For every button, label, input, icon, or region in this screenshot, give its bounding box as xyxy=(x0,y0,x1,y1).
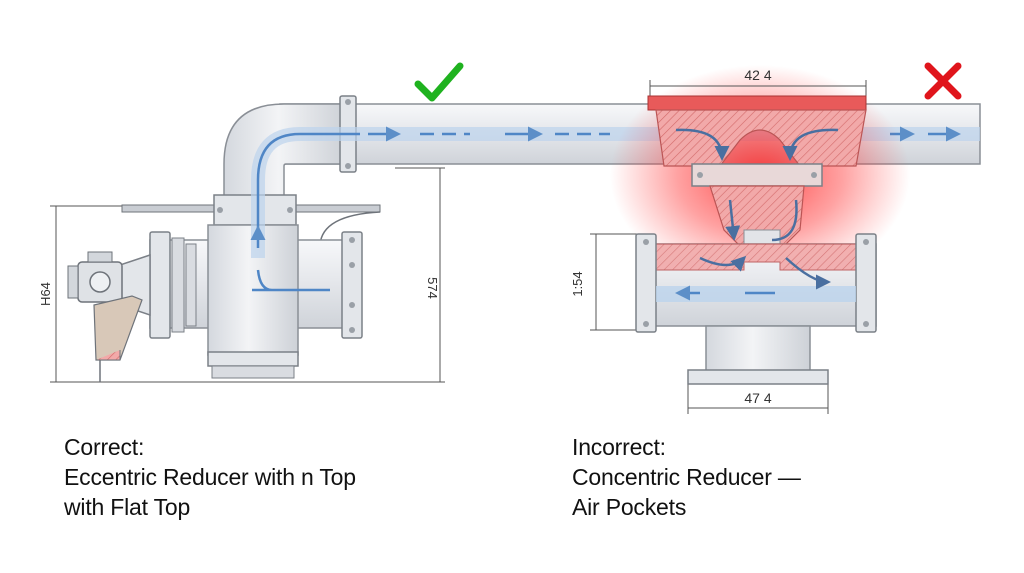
right-incorrect-assembly: 42 4 1:54 47 4 xyxy=(570,62,962,414)
reducer-middle-flange xyxy=(691,163,823,187)
tee-left-flange xyxy=(149,231,171,339)
right-dimension-height: 1:54 xyxy=(570,271,585,296)
pipe-elbow xyxy=(223,103,346,211)
left-dimension-height: H64 xyxy=(38,282,53,306)
flow-line-left-riser xyxy=(256,132,360,240)
caption-incorrect-line2: Concentric Reducer — xyxy=(572,464,801,490)
right-bottom-flange xyxy=(687,369,829,385)
caption-correct-heading: Correct: xyxy=(64,434,145,460)
right-dimension-top: 42 4 xyxy=(744,67,771,83)
caption-incorrect-heading: Incorrect: xyxy=(572,434,666,460)
flow-arrows-reducer xyxy=(675,128,839,290)
tee-bottom-flange xyxy=(207,351,299,367)
right-tee-right-flange xyxy=(855,233,877,333)
right-dimension-bottom: 47 4 xyxy=(744,390,771,406)
reducer-top-plate xyxy=(647,95,867,111)
red-x-icon xyxy=(924,62,962,100)
left-correct-assembly: H64 574 xyxy=(38,62,981,383)
caption-incorrect-line3: Air Pockets xyxy=(572,494,687,520)
caption-correct-line3: with Flat Top xyxy=(64,494,191,520)
caption-incorrect: Incorrect: Concentric Reducer — Air Pock… xyxy=(572,432,801,522)
right-tee-left-flange xyxy=(635,233,657,333)
tee-right-flange xyxy=(341,231,363,339)
caption-correct-line2: Eccentric Reducer with n Top xyxy=(64,464,356,490)
right-dimension-lines xyxy=(590,80,867,414)
right-outlet-pipe xyxy=(705,325,811,375)
left-dimension-vertical: 574 xyxy=(425,277,440,299)
green-check-icon xyxy=(414,62,464,102)
caption-correct: Correct: Eccentric Reducer with n Top wi… xyxy=(64,432,356,522)
valve-support xyxy=(93,295,143,361)
